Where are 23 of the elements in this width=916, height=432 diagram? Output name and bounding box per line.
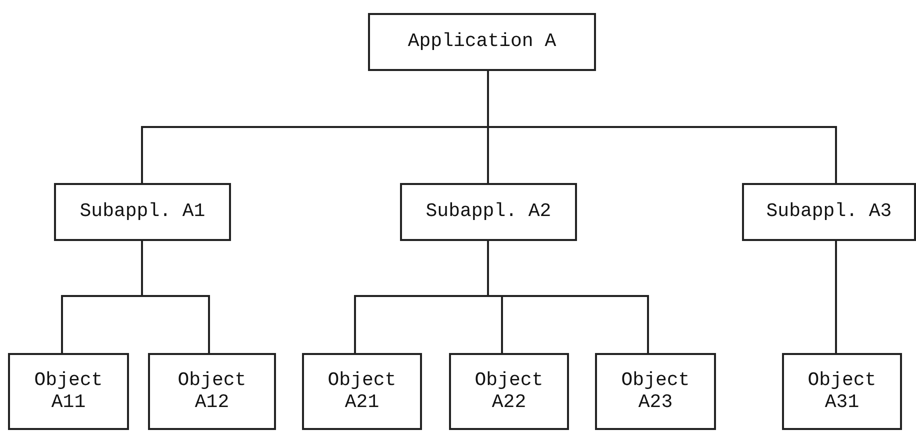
box-label: Subappl. A2 xyxy=(426,201,552,223)
hierarchy-box xyxy=(54,183,231,241)
box-label: Object A23 xyxy=(620,370,691,414)
hierarchy-box xyxy=(368,13,596,71)
box-label: Object A22 xyxy=(474,370,544,414)
connector-line xyxy=(141,241,210,353)
hierarchy-box xyxy=(302,353,422,430)
hierarchy-box xyxy=(782,353,902,430)
box-label: Object A11 xyxy=(33,370,104,414)
hierarchy-box xyxy=(449,353,569,430)
connector-line xyxy=(487,241,649,353)
box-label: Subappl. A1 xyxy=(80,201,206,223)
hierarchy-box xyxy=(595,353,716,430)
box-label: Object A12 xyxy=(176,370,248,414)
box-label: Application A xyxy=(408,31,556,53)
box-label: Object A31 xyxy=(806,370,878,414)
box-label: Subappl. A3 xyxy=(766,201,892,223)
hierarchy-box xyxy=(148,353,276,430)
hierarchy-box xyxy=(742,183,916,241)
box-label: Object A21 xyxy=(326,370,398,414)
hierarchy-box xyxy=(8,353,129,430)
connector-line xyxy=(835,241,837,353)
hierarchy-box xyxy=(400,183,577,241)
